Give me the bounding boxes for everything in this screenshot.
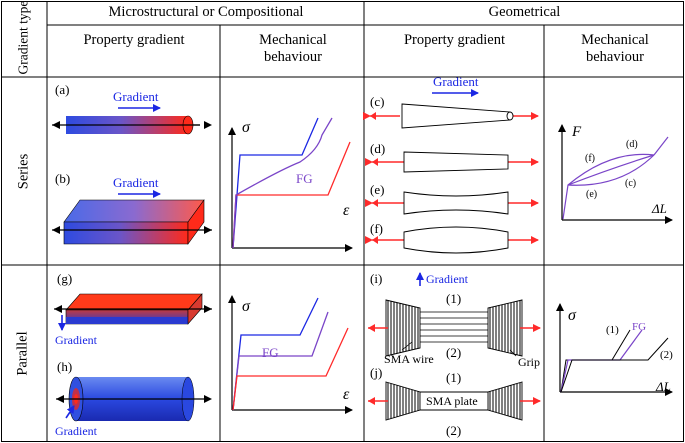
- panel-d-stepped: [365, 151, 539, 173]
- panel-b-slab: [52, 190, 212, 245]
- panel-h-cylinder: [56, 376, 212, 422]
- geo-curve-d: (d): [626, 139, 638, 150]
- series-geo-plot: [558, 124, 673, 224]
- gradient-label-g: Gradient: [55, 333, 97, 347]
- col-property-micro: Property gradient: [83, 32, 185, 48]
- gradient-label-h: Gradient: [55, 424, 97, 438]
- geo-curve-c: (c): [625, 178, 637, 189]
- epsilon-label-parallel: ε: [343, 386, 350, 403]
- panel-c-taper: [363, 89, 539, 129]
- panel-label-h: (h): [57, 359, 73, 374]
- gradient-label-i: Gradient: [426, 272, 468, 286]
- geo-curve-f: (f): [585, 153, 595, 164]
- wire-two-label: (2): [446, 345, 462, 360]
- micro-group-header: Microstructural or Compositional: [108, 4, 304, 20]
- col-property-geo: Property gradient: [403, 32, 506, 48]
- fg-label-parallel: FG: [262, 345, 279, 360]
- corner-text: Gradient type: [15, 0, 31, 75]
- col-mech-geo: Mechanical behaviour: [581, 32, 649, 65]
- parallel-geo-plot: [556, 303, 673, 396]
- plate-two-label: (2): [446, 423, 462, 438]
- sigma-label-parallel: σ: [242, 298, 250, 315]
- panel-label-g: (g): [57, 271, 73, 286]
- parallel-micro-plot: [228, 295, 353, 414]
- plate-one-label: (1): [446, 370, 462, 385]
- series-micro-plot: [228, 117, 353, 252]
- panel-label-a: (a): [55, 82, 70, 97]
- sma-plate-label: SMA plate: [426, 394, 478, 408]
- gradient-label-c: Gradient: [433, 74, 479, 89]
- epsilon-label-series: ε: [343, 202, 350, 219]
- gradient-label-b: Gradient: [113, 175, 159, 190]
- col-mech-micro: Mechanical behaviour: [259, 32, 327, 65]
- panel-label-e: (e): [370, 182, 385, 197]
- panel-label-j: (j): [370, 365, 383, 380]
- panel-g-slab: [54, 293, 212, 331]
- gradient-label-a: Gradient: [113, 89, 159, 104]
- delta-l-label-parallel: ΔL: [656, 379, 671, 394]
- geo-group-header: Geometrical: [488, 4, 561, 20]
- panel-i-wires: [368, 272, 541, 357]
- panel-j-plate: [368, 381, 541, 421]
- geo-parallel-one: (1): [606, 324, 619, 336]
- geo-parallel-fg: FG: [632, 321, 647, 333]
- sigma-label-geo: σ: [568, 307, 576, 324]
- force-label: F: [572, 124, 582, 140]
- gradient-type-header: Gradient type: [0, 1, 46, 76]
- panel-label-b: (b): [55, 171, 71, 186]
- delta-l-label-series: ΔL: [652, 201, 667, 216]
- fg-label-series: FG: [296, 171, 313, 186]
- panel-label-i: (i): [370, 271, 383, 286]
- wire-one-label: (1): [446, 291, 462, 306]
- panel-f-convex: [365, 226, 539, 254]
- grip-label: Grip: [518, 355, 540, 369]
- panel-a-cylinder: [52, 104, 212, 135]
- geo-parallel-two: (2): [660, 349, 673, 361]
- sma-wire-label: SMA wire: [384, 352, 434, 366]
- panel-label-d: (d): [370, 141, 386, 156]
- geo-curve-e: (e): [586, 189, 598, 200]
- row-parallel-label: Parallel: [14, 331, 31, 376]
- sigma-label-series: σ: [242, 119, 250, 136]
- panel-e-concave: [365, 191, 539, 215]
- panel-label-f: (f): [370, 221, 383, 236]
- panel-label-c: (c): [370, 94, 385, 109]
- row-series-label: Series: [15, 153, 32, 190]
